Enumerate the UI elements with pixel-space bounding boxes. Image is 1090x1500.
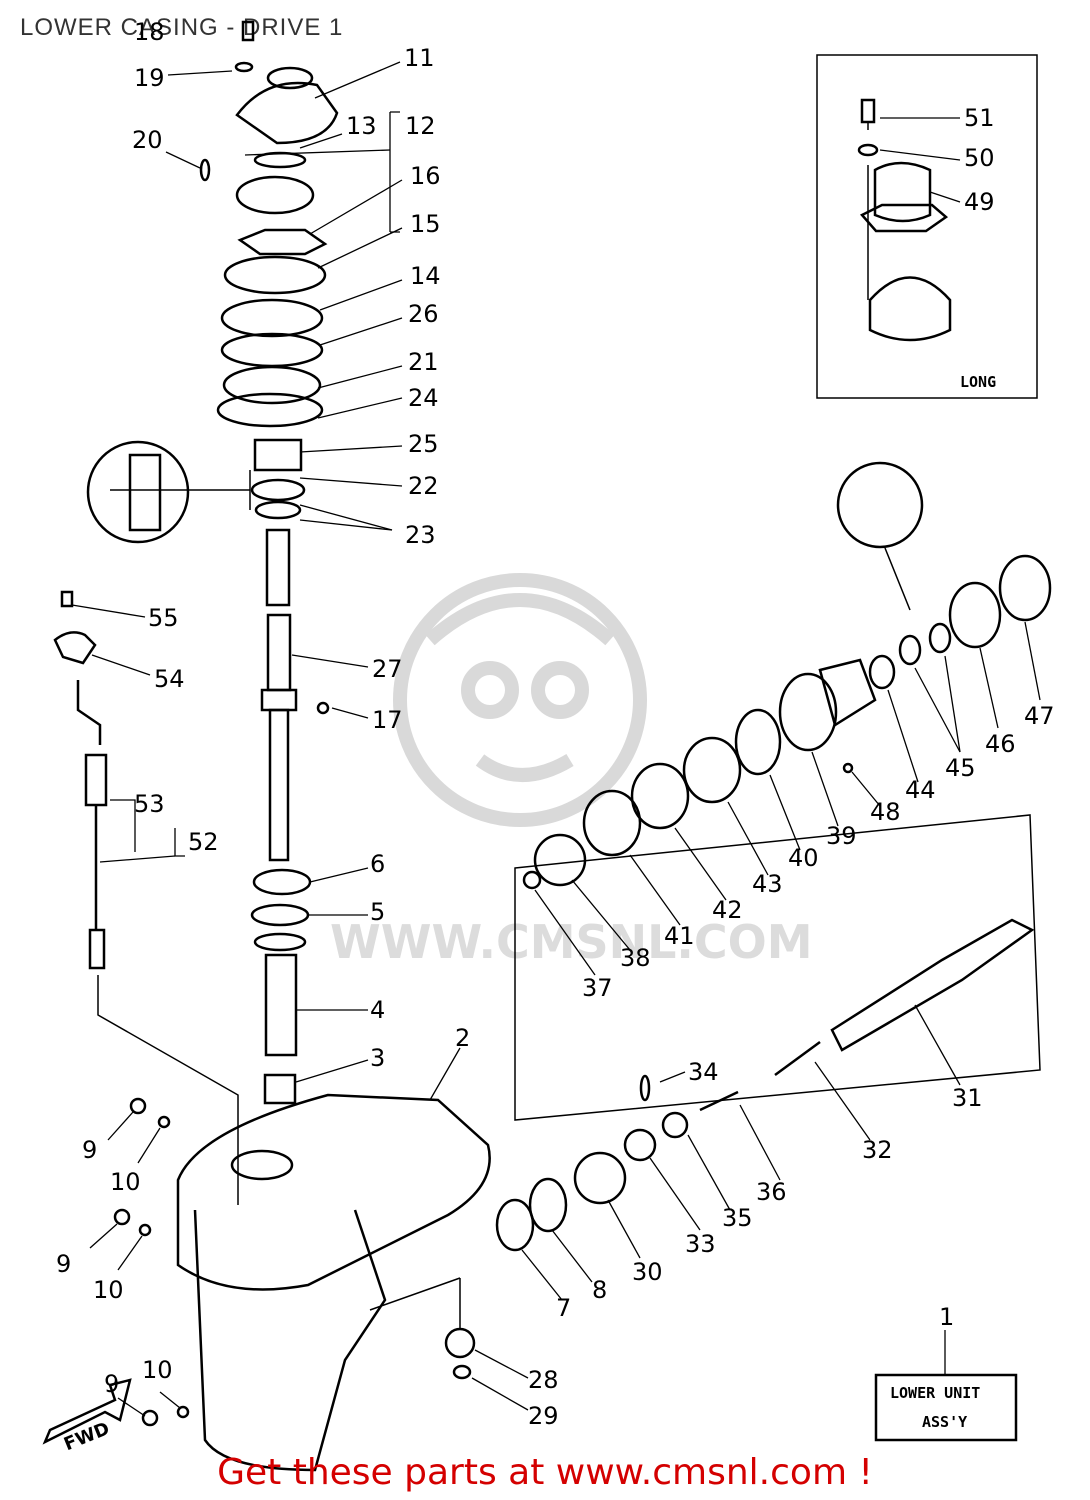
callout: 32 bbox=[862, 1136, 893, 1164]
callout: 25 bbox=[408, 430, 439, 458]
callout: 34 bbox=[688, 1058, 719, 1086]
callout: 6 bbox=[370, 850, 385, 878]
callout: 14 bbox=[410, 262, 441, 290]
assy-ref-number: 1 bbox=[939, 1303, 954, 1331]
callout: 54 bbox=[154, 665, 185, 693]
fwd-label: FWD bbox=[61, 1418, 113, 1455]
callout: 20 bbox=[132, 126, 163, 154]
callout: 21 bbox=[408, 348, 439, 376]
page-title: LOWER CASING - DRIVE 1 bbox=[20, 14, 344, 41]
assy-line2: ASS'Y bbox=[922, 1413, 967, 1431]
assy-line1: LOWER UNIT bbox=[890, 1384, 980, 1402]
callout: 16 bbox=[410, 162, 441, 190]
callout: 10 bbox=[142, 1356, 173, 1384]
inset-long-label: LONG bbox=[960, 373, 996, 391]
callout: 10 bbox=[110, 1168, 141, 1196]
callout: 9 bbox=[82, 1136, 97, 1164]
callout: 8 bbox=[592, 1276, 607, 1304]
callout: 51 bbox=[964, 104, 995, 132]
callout: 19 bbox=[134, 64, 165, 92]
callout: 26 bbox=[408, 300, 439, 328]
callout: 38 bbox=[620, 944, 651, 972]
callout: 30 bbox=[632, 1258, 663, 1286]
callout: 36 bbox=[756, 1178, 787, 1206]
callout: 53 bbox=[134, 790, 165, 818]
lower-casing: FWD bbox=[42, 1093, 491, 1472]
long-variant-inset: LONG bbox=[816, 54, 1038, 399]
callout: 55 bbox=[148, 604, 179, 632]
callout: 17 bbox=[372, 706, 403, 734]
callout: 43 bbox=[752, 870, 783, 898]
footer-parts-link[interactable]: Get these parts at www.cmsnl.com ! bbox=[217, 1452, 873, 1493]
callout: 47 bbox=[1024, 702, 1055, 730]
callout: 27 bbox=[372, 655, 403, 683]
callout: 10 bbox=[93, 1276, 124, 1304]
callout: 33 bbox=[685, 1230, 716, 1258]
callout: 48 bbox=[870, 798, 901, 826]
callout: 49 bbox=[964, 188, 995, 216]
drive-shaft-stack bbox=[86, 20, 339, 1105]
callout: 4 bbox=[370, 996, 385, 1024]
callout: 31 bbox=[952, 1084, 983, 1112]
callout: 42 bbox=[712, 896, 743, 924]
callout: 28 bbox=[528, 1366, 559, 1394]
callout: 9 bbox=[104, 1370, 119, 1398]
callout: 39 bbox=[826, 822, 857, 850]
callout: 46 bbox=[985, 730, 1016, 758]
callout: 9 bbox=[56, 1250, 71, 1278]
callout: 41 bbox=[664, 922, 695, 950]
callout: 50 bbox=[964, 144, 995, 172]
shift-rod-assembly bbox=[53, 590, 239, 1205]
callout: 18 bbox=[134, 18, 165, 46]
callout: 35 bbox=[722, 1204, 753, 1232]
callout: 12 bbox=[405, 112, 436, 140]
lower-unit-assy-box: 1 LOWER UNIT ASS'Y bbox=[874, 1303, 1018, 1442]
callout: 52 bbox=[188, 828, 219, 856]
callout: 7 bbox=[556, 1294, 571, 1322]
callout: 44 bbox=[905, 776, 936, 804]
callout: 2 bbox=[455, 1024, 470, 1052]
callout: 45 bbox=[945, 754, 976, 782]
callout: 11 bbox=[404, 44, 435, 72]
watermark-logo: WWW.CMSNL.COM bbox=[330, 573, 813, 969]
leader-lines bbox=[71, 61, 1041, 1417]
prop-shaft-parts bbox=[369, 461, 1052, 1380]
callout: 22 bbox=[408, 472, 439, 500]
callout: 15 bbox=[410, 210, 441, 238]
callout: 13 bbox=[346, 112, 377, 140]
callout: 37 bbox=[582, 974, 613, 1002]
callout: 3 bbox=[370, 1044, 385, 1072]
callout: 23 bbox=[405, 521, 436, 549]
fasteners bbox=[113, 1097, 190, 1427]
callout-numbers: 11 12 13 16 15 14 26 21 24 25 22 23 18 1… bbox=[56, 18, 1055, 1430]
callout: 5 bbox=[370, 898, 385, 926]
callout: 29 bbox=[528, 1402, 559, 1430]
callout: 40 bbox=[788, 844, 819, 872]
callout: 24 bbox=[408, 384, 439, 412]
